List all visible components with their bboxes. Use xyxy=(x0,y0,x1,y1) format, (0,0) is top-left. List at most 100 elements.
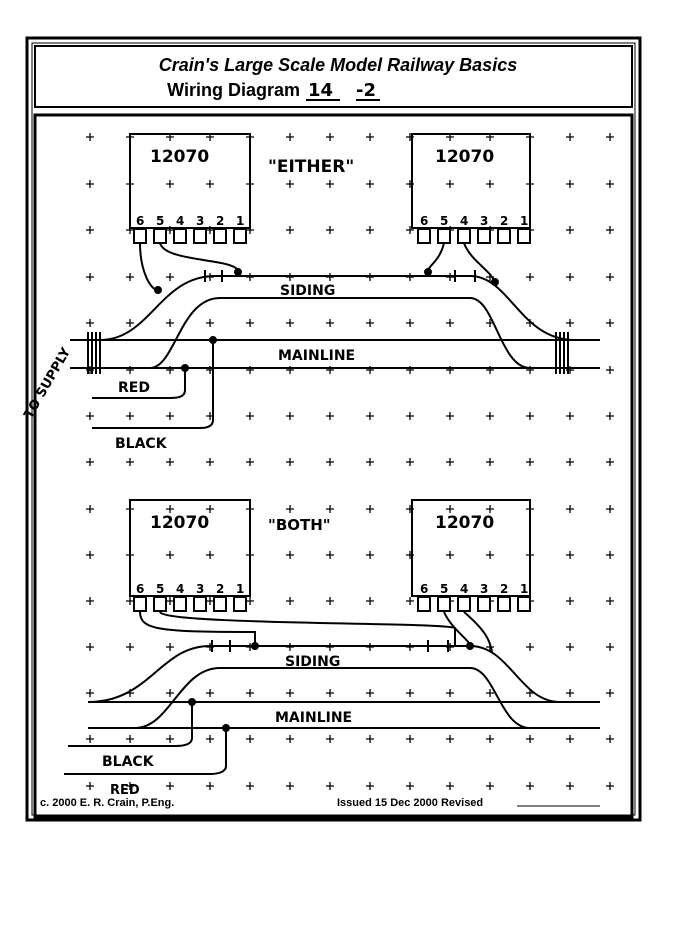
terminal-tab xyxy=(133,596,147,612)
grid-cross xyxy=(326,180,334,188)
grid-cross xyxy=(326,689,334,697)
grid-cross xyxy=(526,782,534,790)
terminal-number: 2 xyxy=(500,214,508,228)
grid-cross xyxy=(126,782,134,790)
grid-cross xyxy=(206,551,214,559)
terminal-number: 3 xyxy=(480,582,488,596)
grid-cross xyxy=(86,273,94,281)
terminal-tab xyxy=(417,228,431,244)
grid-cross xyxy=(286,735,294,743)
grid-cross xyxy=(606,689,614,697)
grid-cross xyxy=(126,273,134,281)
grid-cross xyxy=(206,180,214,188)
terminal-number: 2 xyxy=(216,214,224,228)
grid-cross xyxy=(606,643,614,651)
grid-cross xyxy=(246,689,254,697)
grid-cross xyxy=(286,133,294,141)
terminal-number: 2 xyxy=(216,582,224,596)
red-label-bottom: RED xyxy=(110,783,140,798)
copyright: c. 2000 E. R. Crain, P.Eng. xyxy=(40,797,174,809)
grid-cross xyxy=(366,735,374,743)
grid-cross xyxy=(486,735,494,743)
terminal-number: 6 xyxy=(420,582,428,596)
grid-cross xyxy=(166,273,174,281)
mainline-label: MAINLINE xyxy=(278,348,355,364)
grid-cross xyxy=(166,551,174,559)
either-label: "EITHER" xyxy=(268,157,354,177)
grid-cross xyxy=(606,366,614,374)
terminal-tab xyxy=(477,228,491,244)
grid-cross xyxy=(366,689,374,697)
diagram-number: 14 xyxy=(308,80,333,101)
grid-cross xyxy=(566,133,574,141)
grid-cross xyxy=(246,735,254,743)
diagram-box xyxy=(33,113,634,819)
terminal-tab xyxy=(193,228,207,244)
grid-cross xyxy=(606,133,614,141)
black-label: BLACK xyxy=(115,436,168,452)
terminal-tab xyxy=(193,596,207,612)
grid-cross xyxy=(366,458,374,466)
grid-cross xyxy=(366,597,374,605)
grid-cross xyxy=(366,505,374,513)
grid-cross xyxy=(166,458,174,466)
right-machine-model: 12070 xyxy=(435,147,494,167)
grid-cross xyxy=(566,458,574,466)
terminal-number: 4 xyxy=(460,214,468,228)
grid-cross xyxy=(286,551,294,559)
terminal-number: 3 xyxy=(196,214,204,228)
siding-label: SIDING xyxy=(280,283,335,299)
red-label: RED xyxy=(118,380,150,396)
grid-cross xyxy=(566,643,574,651)
grid-cross xyxy=(326,551,334,559)
grid-cross xyxy=(406,458,414,466)
terminal-number: 2 xyxy=(500,582,508,596)
right-machine-model-bottom: 12070 xyxy=(435,513,494,533)
issued-date: Issued 15 Dec 2000 Revised xyxy=(337,797,483,809)
terminal-number: 4 xyxy=(176,214,184,228)
grid-cross xyxy=(406,412,414,420)
grid-cross xyxy=(286,180,294,188)
grid-cross xyxy=(126,735,134,743)
grid-cross xyxy=(526,458,534,466)
grid-cross xyxy=(326,133,334,141)
grid-cross xyxy=(286,782,294,790)
grid-cross xyxy=(446,689,454,697)
grid-cross xyxy=(446,458,454,466)
terminal-tab xyxy=(153,228,167,244)
grid-cross xyxy=(86,689,94,697)
grid-cross xyxy=(206,319,214,327)
terminal-number: 5 xyxy=(156,214,164,228)
terminal-number: 4 xyxy=(460,582,468,596)
grid-cross xyxy=(566,226,574,234)
terminal-tab xyxy=(497,596,511,612)
grid-cross xyxy=(86,412,94,420)
grid-cross xyxy=(166,412,174,420)
grid-cross xyxy=(206,597,214,605)
grid-cross xyxy=(566,180,574,188)
grid-cross xyxy=(326,782,334,790)
grid-cross xyxy=(166,735,174,743)
terminal-tab xyxy=(213,596,227,612)
grid-cross xyxy=(326,735,334,743)
terminal-number: 3 xyxy=(480,214,488,228)
grid-cross xyxy=(326,226,334,234)
grid-cross xyxy=(286,689,294,697)
left-machine-model-bottom: 12070 xyxy=(150,513,209,533)
bottom-diagram xyxy=(64,499,600,775)
grid-cross xyxy=(366,782,374,790)
title-box xyxy=(34,45,633,108)
grid-cross xyxy=(206,458,214,466)
grid-cross xyxy=(86,319,94,327)
grid-cross xyxy=(166,782,174,790)
grid-cross xyxy=(606,458,614,466)
grid-cross xyxy=(566,735,574,743)
grid-cross xyxy=(446,782,454,790)
grid-cross xyxy=(286,597,294,605)
grid-cross xyxy=(486,689,494,697)
terminal-tab xyxy=(457,228,471,244)
grid-cross xyxy=(206,735,214,743)
grid-cross xyxy=(406,226,414,234)
terminal-tab xyxy=(517,228,531,244)
grid-cross xyxy=(606,412,614,420)
